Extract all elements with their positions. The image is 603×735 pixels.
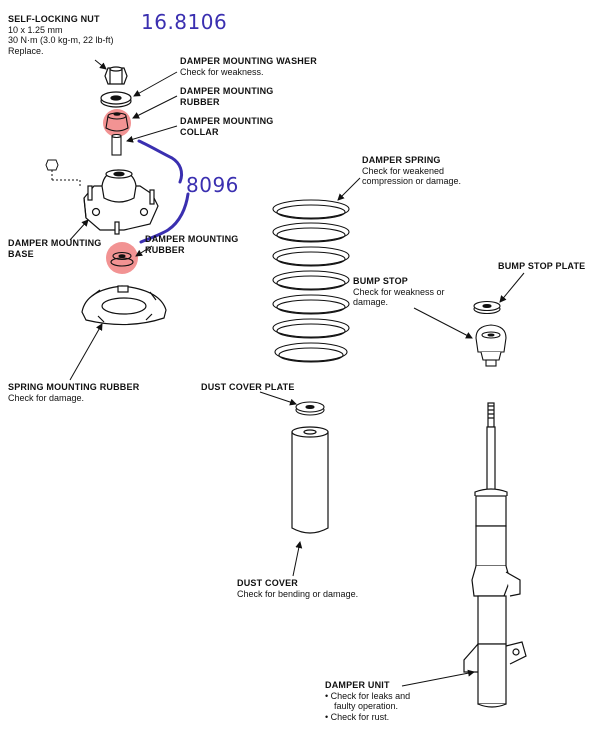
pen-stroke-upper <box>137 139 184 184</box>
spring-desc-2: compression or damage. <box>362 176 462 186</box>
bump-stop-desc-2: damage. <box>353 297 389 307</box>
leader-rubber-bottom <box>135 245 153 257</box>
damper-unit-item-1: • Check for leaks and <box>325 690 411 701</box>
rubber-top-line2: RUBBER <box>180 96 220 107</box>
nut-spec-torque: 30 N·m (3.0 kg-m, 22 lb-ft) <box>8 35 114 45</box>
leader-collar <box>126 125 178 143</box>
leader-nut <box>94 59 107 70</box>
label-spring-mounting-rubber: SPRING MOUNTING RUBBER Check for damage. <box>8 382 139 403</box>
pen-stroke-lower <box>139 192 190 244</box>
leader-washer <box>133 71 178 97</box>
collar-line1: DAMPER MOUNTING <box>180 116 274 126</box>
leader-spring-rubber <box>69 323 103 381</box>
label-dust-cover: DUST COVER Check for bending or damage. <box>237 578 358 599</box>
rubber-bottom-line1: DAMPER MOUNTING <box>145 234 239 244</box>
damper-unit <box>463 402 527 708</box>
label-bump-stop-plate: BUMP STOP PLATE <box>498 261 585 272</box>
label-damper-spring: DAMPER SPRING Check for weakened compres… <box>362 155 461 187</box>
spring-mounting-rubber <box>81 285 167 326</box>
label-damper-unit: DAMPER UNIT • Check for leaks and faulty… <box>325 680 410 722</box>
nut-note: Replace. <box>8 45 44 56</box>
label-base: DAMPER MOUNTING BASE <box>8 238 102 259</box>
damper-mounting-rubber-top <box>105 112 129 132</box>
washer-desc: Check for weakness. <box>180 66 264 77</box>
leader-rubber-top <box>132 95 178 119</box>
damper-spring <box>272 199 350 363</box>
damper-mounting-washer <box>100 91 132 108</box>
label-dust-cover-plate: DUST COVER PLATE <box>201 382 295 393</box>
base-line2: BASE <box>8 248 34 259</box>
leader-base <box>69 219 89 241</box>
damper-unit-title: DAMPER UNIT <box>325 680 390 690</box>
label-rubber-top: DAMPER MOUNTING RUBBER <box>180 86 274 107</box>
leader-bump-stop <box>413 307 473 339</box>
washer-title: DAMPER MOUNTING WASHER <box>180 56 317 66</box>
dust-plate-title: DUST COVER PLATE <box>201 382 295 392</box>
self-locking-nut <box>104 66 128 85</box>
damper-mounting-base <box>83 169 159 235</box>
bump-plate-title: BUMP STOP PLATE <box>498 261 586 271</box>
dust-cover-title: DUST COVER <box>237 578 299 588</box>
leader-bump-plate <box>499 272 525 303</box>
spring-desc-1: Check for weakened <box>362 165 445 176</box>
label-collar: DAMPER MOUNTING COLLAR <box>180 116 274 137</box>
label-self-locking-nut: SELF-LOCKING NUT 10 x 1.25 mm 30 N·m (3.… <box>8 14 114 56</box>
label-rubber-bottom: DAMPER MOUNTING RUBBER <box>145 234 239 255</box>
bump-stop-title: BUMP STOP <box>353 276 408 286</box>
bump-stop <box>475 324 507 367</box>
label-washer: DAMPER MOUNTING WASHER Check for weaknes… <box>180 56 317 77</box>
mounting-bolt <box>45 159 81 186</box>
part-number-middle-annotation: 8096 <box>186 173 239 197</box>
damper-mounting-collar <box>111 133 122 156</box>
leader-dust-plate <box>259 391 297 406</box>
leader-dust-cover <box>292 541 303 577</box>
rubber-bottom-line2: RUBBER <box>145 244 185 255</box>
damper-mounting-rubber-bottom <box>110 251 134 267</box>
label-bump-stop: BUMP STOP Check for weakness or damage. <box>353 276 445 308</box>
dust-cover-desc: Check for bending or damage. <box>237 588 359 599</box>
spring-title: DAMPER SPRING <box>362 155 441 165</box>
damper-unit-item-1-cont: faulty operation. <box>334 701 399 711</box>
bump-stop-desc-1: Check for weakness or <box>353 286 445 297</box>
bump-stop-plate <box>473 300 501 315</box>
rubber-top-line1: DAMPER MOUNTING <box>180 86 274 96</box>
dust-cover <box>291 426 329 534</box>
dust-cover-plate <box>295 401 325 416</box>
part-number-top-annotation: 16.8106 <box>141 10 228 34</box>
collar-line2: COLLAR <box>180 126 219 137</box>
base-line1: DAMPER MOUNTING <box>8 238 102 248</box>
leader-spring <box>337 177 361 201</box>
damper-unit-item-2: • Check for rust. <box>325 711 390 722</box>
leader-damper-unit <box>401 669 475 687</box>
nut-title: SELF-LOCKING NUT <box>8 14 100 24</box>
nut-spec-size: 10 x 1.25 mm <box>8 24 63 35</box>
spring-rubber-desc: Check for damage. <box>8 392 85 403</box>
spring-rubber-title: SPRING MOUNTING RUBBER <box>8 382 140 392</box>
